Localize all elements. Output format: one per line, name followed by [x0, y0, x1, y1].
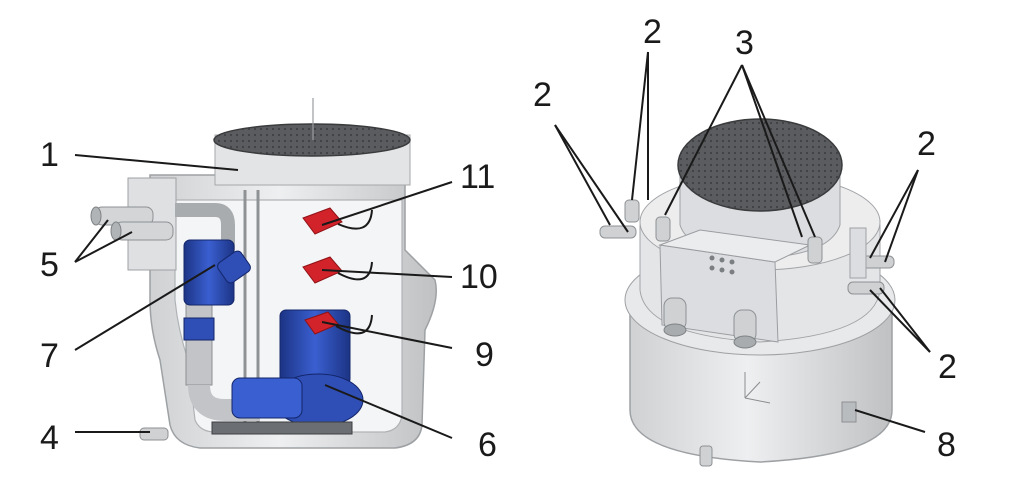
tank-lid-right: [677, 118, 843, 212]
leader-lines: [74, 51, 931, 439]
check-valve: [183, 239, 251, 341]
callout-10: 10: [460, 258, 498, 296]
callout-labels: 1 11 5 10 7 9 4 6 2 2 3 2 2 8: [40, 13, 957, 464]
callout-9: 9: [475, 336, 494, 374]
exterior-tank-view: [599, 118, 896, 467]
inlet-block-bolts: [709, 255, 735, 275]
coordinate-triad: [744, 372, 771, 404]
leader-5b: [74, 231, 133, 263]
callout-7: 7: [40, 337, 59, 375]
leader-3b: [741, 64, 803, 238]
tank-foot: [699, 445, 713, 467]
leader-11: [321, 181, 453, 226]
leader-2a: [554, 124, 611, 226]
leader-2c: [631, 51, 649, 201]
cutaway-tank-view: [90, 98, 437, 449]
leader-7: [74, 264, 216, 351]
leader-9: [321, 321, 453, 349]
leader-2h: [879, 287, 931, 353]
submersible-pump: [211, 309, 364, 435]
callout-11: 11: [460, 158, 495, 196]
callout-2-right: 2: [917, 125, 936, 163]
return-bend: [188, 384, 260, 421]
discharge-pipe: [175, 203, 235, 250]
callout-5: 5: [40, 246, 59, 284]
leader-2e: [869, 169, 919, 259]
leader-6: [324, 384, 453, 439]
callout-8: 8: [937, 426, 956, 464]
tank-lid: [213, 123, 411, 157]
leader-5a: [74, 219, 109, 263]
leader-1: [74, 154, 239, 171]
leader-8: [854, 409, 926, 433]
float-switch-upper: [302, 207, 373, 235]
float-switch-pump: [304, 311, 373, 335]
callout-2-top: 2: [643, 13, 662, 51]
leader-10: [321, 269, 453, 278]
leader-3c: [741, 64, 816, 238]
inlet-pipes: [90, 206, 174, 241]
leader-2g: [869, 289, 931, 353]
leader-3a: [664, 64, 743, 216]
front-inlet-pipes: [663, 297, 757, 349]
side-stubs: [599, 199, 895, 295]
callout-6: 6: [478, 426, 497, 464]
drain-stub: [139, 427, 169, 441]
tank-bracket: [841, 401, 857, 423]
callout-2-left: 2: [533, 76, 552, 114]
callout-3: 3: [735, 24, 754, 62]
callout-2-lower: 2: [938, 348, 957, 386]
vent-stubs: [655, 216, 823, 264]
leader-2b: [554, 124, 629, 233]
leader-2f: [884, 169, 919, 263]
callout-4: 4: [40, 419, 59, 457]
callout-1: 1: [40, 136, 59, 174]
